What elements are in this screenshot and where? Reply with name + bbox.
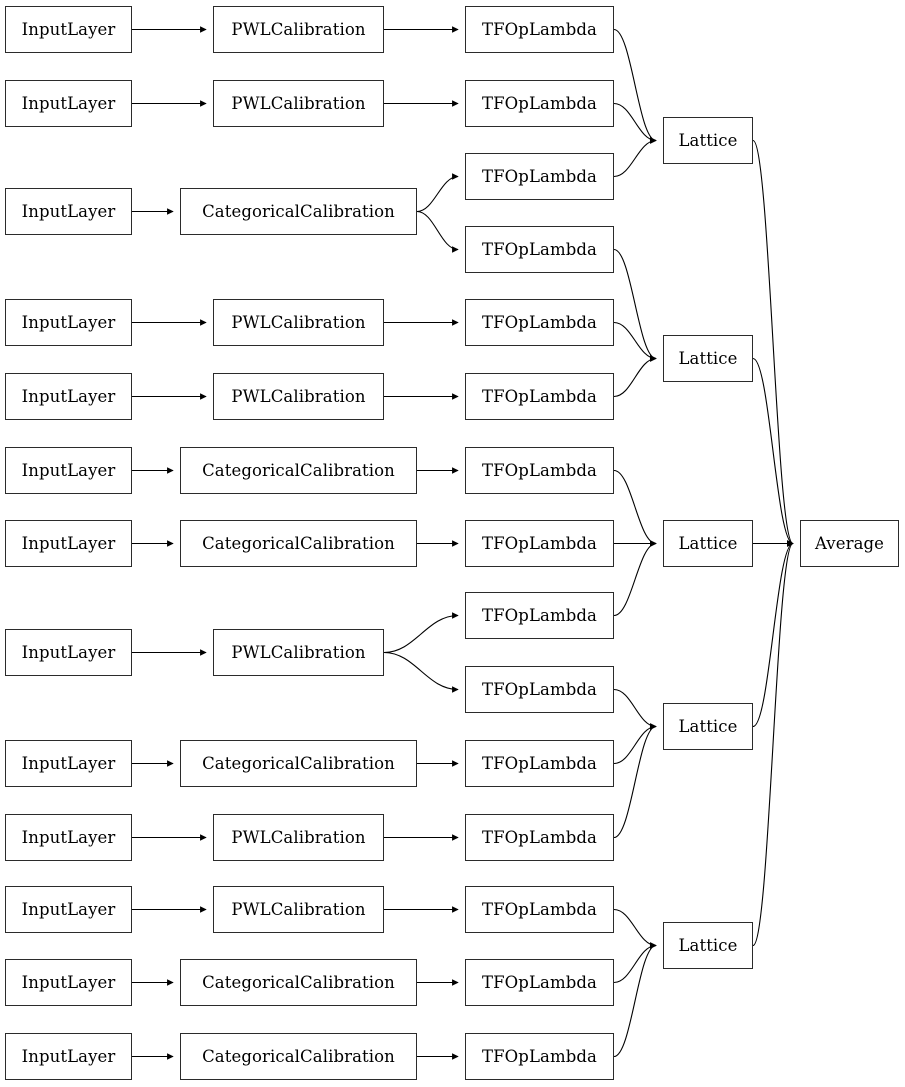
node-op5[interactable]: TFOpLambda — [465, 373, 614, 420]
node-cal1[interactable]: PWLCalibration — [213, 80, 384, 127]
node-op11[interactable]: TFOpLambda — [465, 814, 614, 861]
node-in5[interactable]: InputLayer — [5, 447, 132, 494]
node-in4[interactable]: InputLayer — [5, 373, 132, 420]
edge-op11-to-lat3 — [613, 723, 657, 839]
node-op1[interactable]: TFOpLambda — [465, 80, 614, 127]
edge-cal2-to-op2 — [416, 173, 459, 213]
edge-lat4-to-avg — [752, 540, 794, 947]
node-lat2[interactable]: Lattice — [663, 520, 753, 567]
edge-op1-to-lat0 — [613, 102, 657, 144]
node-in1[interactable]: InputLayer — [5, 80, 132, 127]
edge-cal7-to-op8 — [383, 612, 459, 654]
node-in6[interactable]: InputLayer — [5, 520, 132, 567]
edge-op2-to-lat0 — [613, 137, 657, 178]
node-cal11[interactable]: CategoricalCalibration — [180, 959, 417, 1006]
node-cal2[interactable]: CategoricalCalibration — [180, 188, 417, 235]
node-op4[interactable]: TFOpLambda — [465, 299, 614, 346]
node-cal3[interactable]: PWLCalibration — [213, 299, 384, 346]
node-in12[interactable]: InputLayer — [5, 1033, 132, 1080]
node-cal8[interactable]: CategoricalCalibration — [180, 740, 417, 787]
node-op14[interactable]: TFOpLambda — [465, 1033, 614, 1080]
edge-op12-to-lat4 — [613, 908, 657, 949]
node-in3[interactable]: InputLayer — [5, 299, 132, 346]
node-cal5[interactable]: CategoricalCalibration — [180, 447, 417, 494]
edge-op8-to-lat2 — [613, 540, 657, 617]
node-cal6[interactable]: CategoricalCalibration — [180, 520, 417, 567]
node-in10[interactable]: InputLayer — [5, 886, 132, 933]
edge-op10-to-lat3 — [613, 723, 657, 765]
node-op3[interactable]: TFOpLambda — [465, 226, 614, 273]
edge-op5-to-lat1 — [613, 355, 657, 398]
edge-lat3-to-avg — [752, 540, 794, 728]
node-op2[interactable]: TFOpLambda — [465, 153, 614, 200]
edge-lat1-to-avg — [752, 357, 794, 547]
node-op13[interactable]: TFOpLambda — [465, 959, 614, 1006]
edge-op6-to-lat2 — [613, 469, 657, 547]
node-op12[interactable]: TFOpLambda — [465, 886, 614, 933]
node-op0[interactable]: TFOpLambda — [465, 6, 614, 53]
node-op10[interactable]: TFOpLambda — [465, 740, 614, 787]
node-lat4[interactable]: Lattice — [663, 922, 753, 969]
edge-cal2-to-op3 — [416, 210, 459, 253]
node-cal0[interactable]: PWLCalibration — [213, 6, 384, 53]
node-cal9[interactable]: PWLCalibration — [213, 814, 384, 861]
node-cal10[interactable]: PWLCalibration — [213, 886, 384, 933]
edge-op3-to-lat1 — [613, 248, 657, 362]
node-cal7[interactable]: PWLCalibration — [213, 629, 384, 676]
node-op8[interactable]: TFOpLambda — [465, 592, 614, 639]
node-cal4[interactable]: PWLCalibration — [213, 373, 384, 420]
node-op7[interactable]: TFOpLambda — [465, 520, 614, 567]
node-in7[interactable]: InputLayer — [5, 629, 132, 676]
node-in8[interactable]: InputLayer — [5, 740, 132, 787]
edge-op0-to-lat0 — [613, 28, 657, 144]
edge-op13-to-lat4 — [613, 942, 657, 984]
node-cal12[interactable]: CategoricalCalibration — [180, 1033, 417, 1080]
node-op9[interactable]: TFOpLambda — [465, 666, 614, 713]
edge-op14-to-lat4 — [613, 942, 657, 1058]
node-lat3[interactable]: Lattice — [663, 703, 753, 750]
edge-op9-to-lat3 — [613, 688, 657, 730]
node-in0[interactable]: InputLayer — [5, 6, 132, 53]
edge-cal7-to-op9 — [383, 651, 459, 693]
node-avg[interactable]: Average — [800, 520, 899, 567]
node-lat1[interactable]: Lattice — [663, 335, 753, 382]
node-in2[interactable]: InputLayer — [5, 188, 132, 235]
node-lat0[interactable]: Lattice — [663, 117, 753, 164]
node-in11[interactable]: InputLayer — [5, 959, 132, 1006]
edge-op4-to-lat1 — [613, 321, 657, 362]
node-op6[interactable]: TFOpLambda — [465, 447, 614, 494]
node-in9[interactable]: InputLayer — [5, 814, 132, 861]
edge-lat0-to-avg — [752, 139, 794, 547]
